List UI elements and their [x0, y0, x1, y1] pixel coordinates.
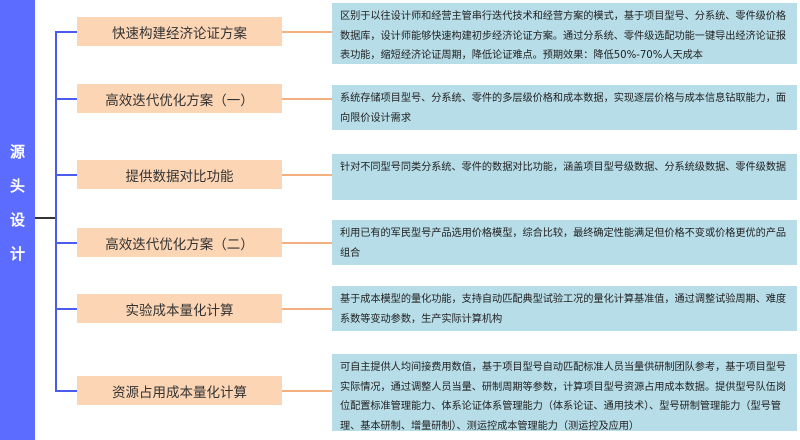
- node-link: [282, 98, 332, 100]
- node-iterative-optimization-2: 高效迭代优化方案（二）: [77, 228, 282, 257]
- node-link: [282, 174, 332, 176]
- sidebar-title: 源 头 设 计: [0, 145, 35, 281]
- desc-iterative-optimization-2: 利用已有的军民型号产品选用价格模型，综合比较，最终确定性能满足但价格不变或价格更…: [332, 220, 797, 265]
- node-title: 资源占用成本量化计算: [112, 384, 247, 401]
- root-connector: [35, 217, 56, 219]
- branch-connector: [55, 98, 77, 100]
- node-link: [282, 308, 332, 310]
- branch-connector: [55, 390, 77, 392]
- branch-connector: [55, 174, 77, 176]
- branch-connector: [55, 242, 77, 244]
- node-title: 快速构建经济论证方案: [112, 25, 247, 42]
- node-link: [282, 31, 332, 33]
- node-title: 高效迭代优化方案（二）: [105, 236, 254, 253]
- sidebar-title-char: 头: [9, 177, 25, 195]
- node-title: 实验成本量化计算: [125, 302, 234, 319]
- node-iterative-optimization-1: 高效迭代优化方案（一）: [77, 84, 282, 113]
- sidebar-title-char: 设: [9, 211, 25, 229]
- branch-connector: [55, 308, 77, 310]
- node-rapid-economic-argument: 快速构建经济论证方案: [77, 17, 282, 46]
- sidebar-title-char: 源: [9, 143, 25, 161]
- sidebar-title-char: 计: [9, 245, 25, 263]
- desc-iterative-optimization-1: 系统存储项目型号、分系统、零件的多层级价格和成本数据，实现逐层价格与成本信息钻取…: [332, 85, 797, 130]
- desc-resource-cost-quantification: 可自主提供人均间接费用数值，基于项目型号自动匹配标准人员当量供研制团队参考，基于…: [332, 354, 797, 432]
- branch-connector: [55, 31, 77, 33]
- node-link: [282, 242, 332, 244]
- node-experiment-cost-quantification: 实验成本量化计算: [77, 294, 282, 323]
- tree-trunk-line: [55, 31, 57, 392]
- node-title: 高效迭代优化方案（一）: [105, 92, 254, 109]
- sidebar-source-design: 源 头 设 计: [0, 0, 35, 440]
- node-link: [282, 390, 332, 392]
- node-resource-cost-quantification: 资源占用成本量化计算: [77, 376, 282, 405]
- node-title: 提供数据对比功能: [125, 168, 234, 185]
- node-data-comparison: 提供数据对比功能: [77, 160, 282, 189]
- desc-data-comparison: 针对不同型号同类分系统、零件的数据对比功能，涵盖项目型号级数据、分系统级数据、零…: [332, 154, 797, 200]
- desc-rapid-economic-argument: 区别于以往设计师和经营主管串行迭代技术和经营方案的模式，基于项目型号、分系统、零…: [332, 3, 797, 64]
- desc-experiment-cost-quantification: 基于成本模型的量化功能，支持自动匹配典型试验工况的量化计算基准值，通过调整试验周…: [332, 286, 797, 331]
